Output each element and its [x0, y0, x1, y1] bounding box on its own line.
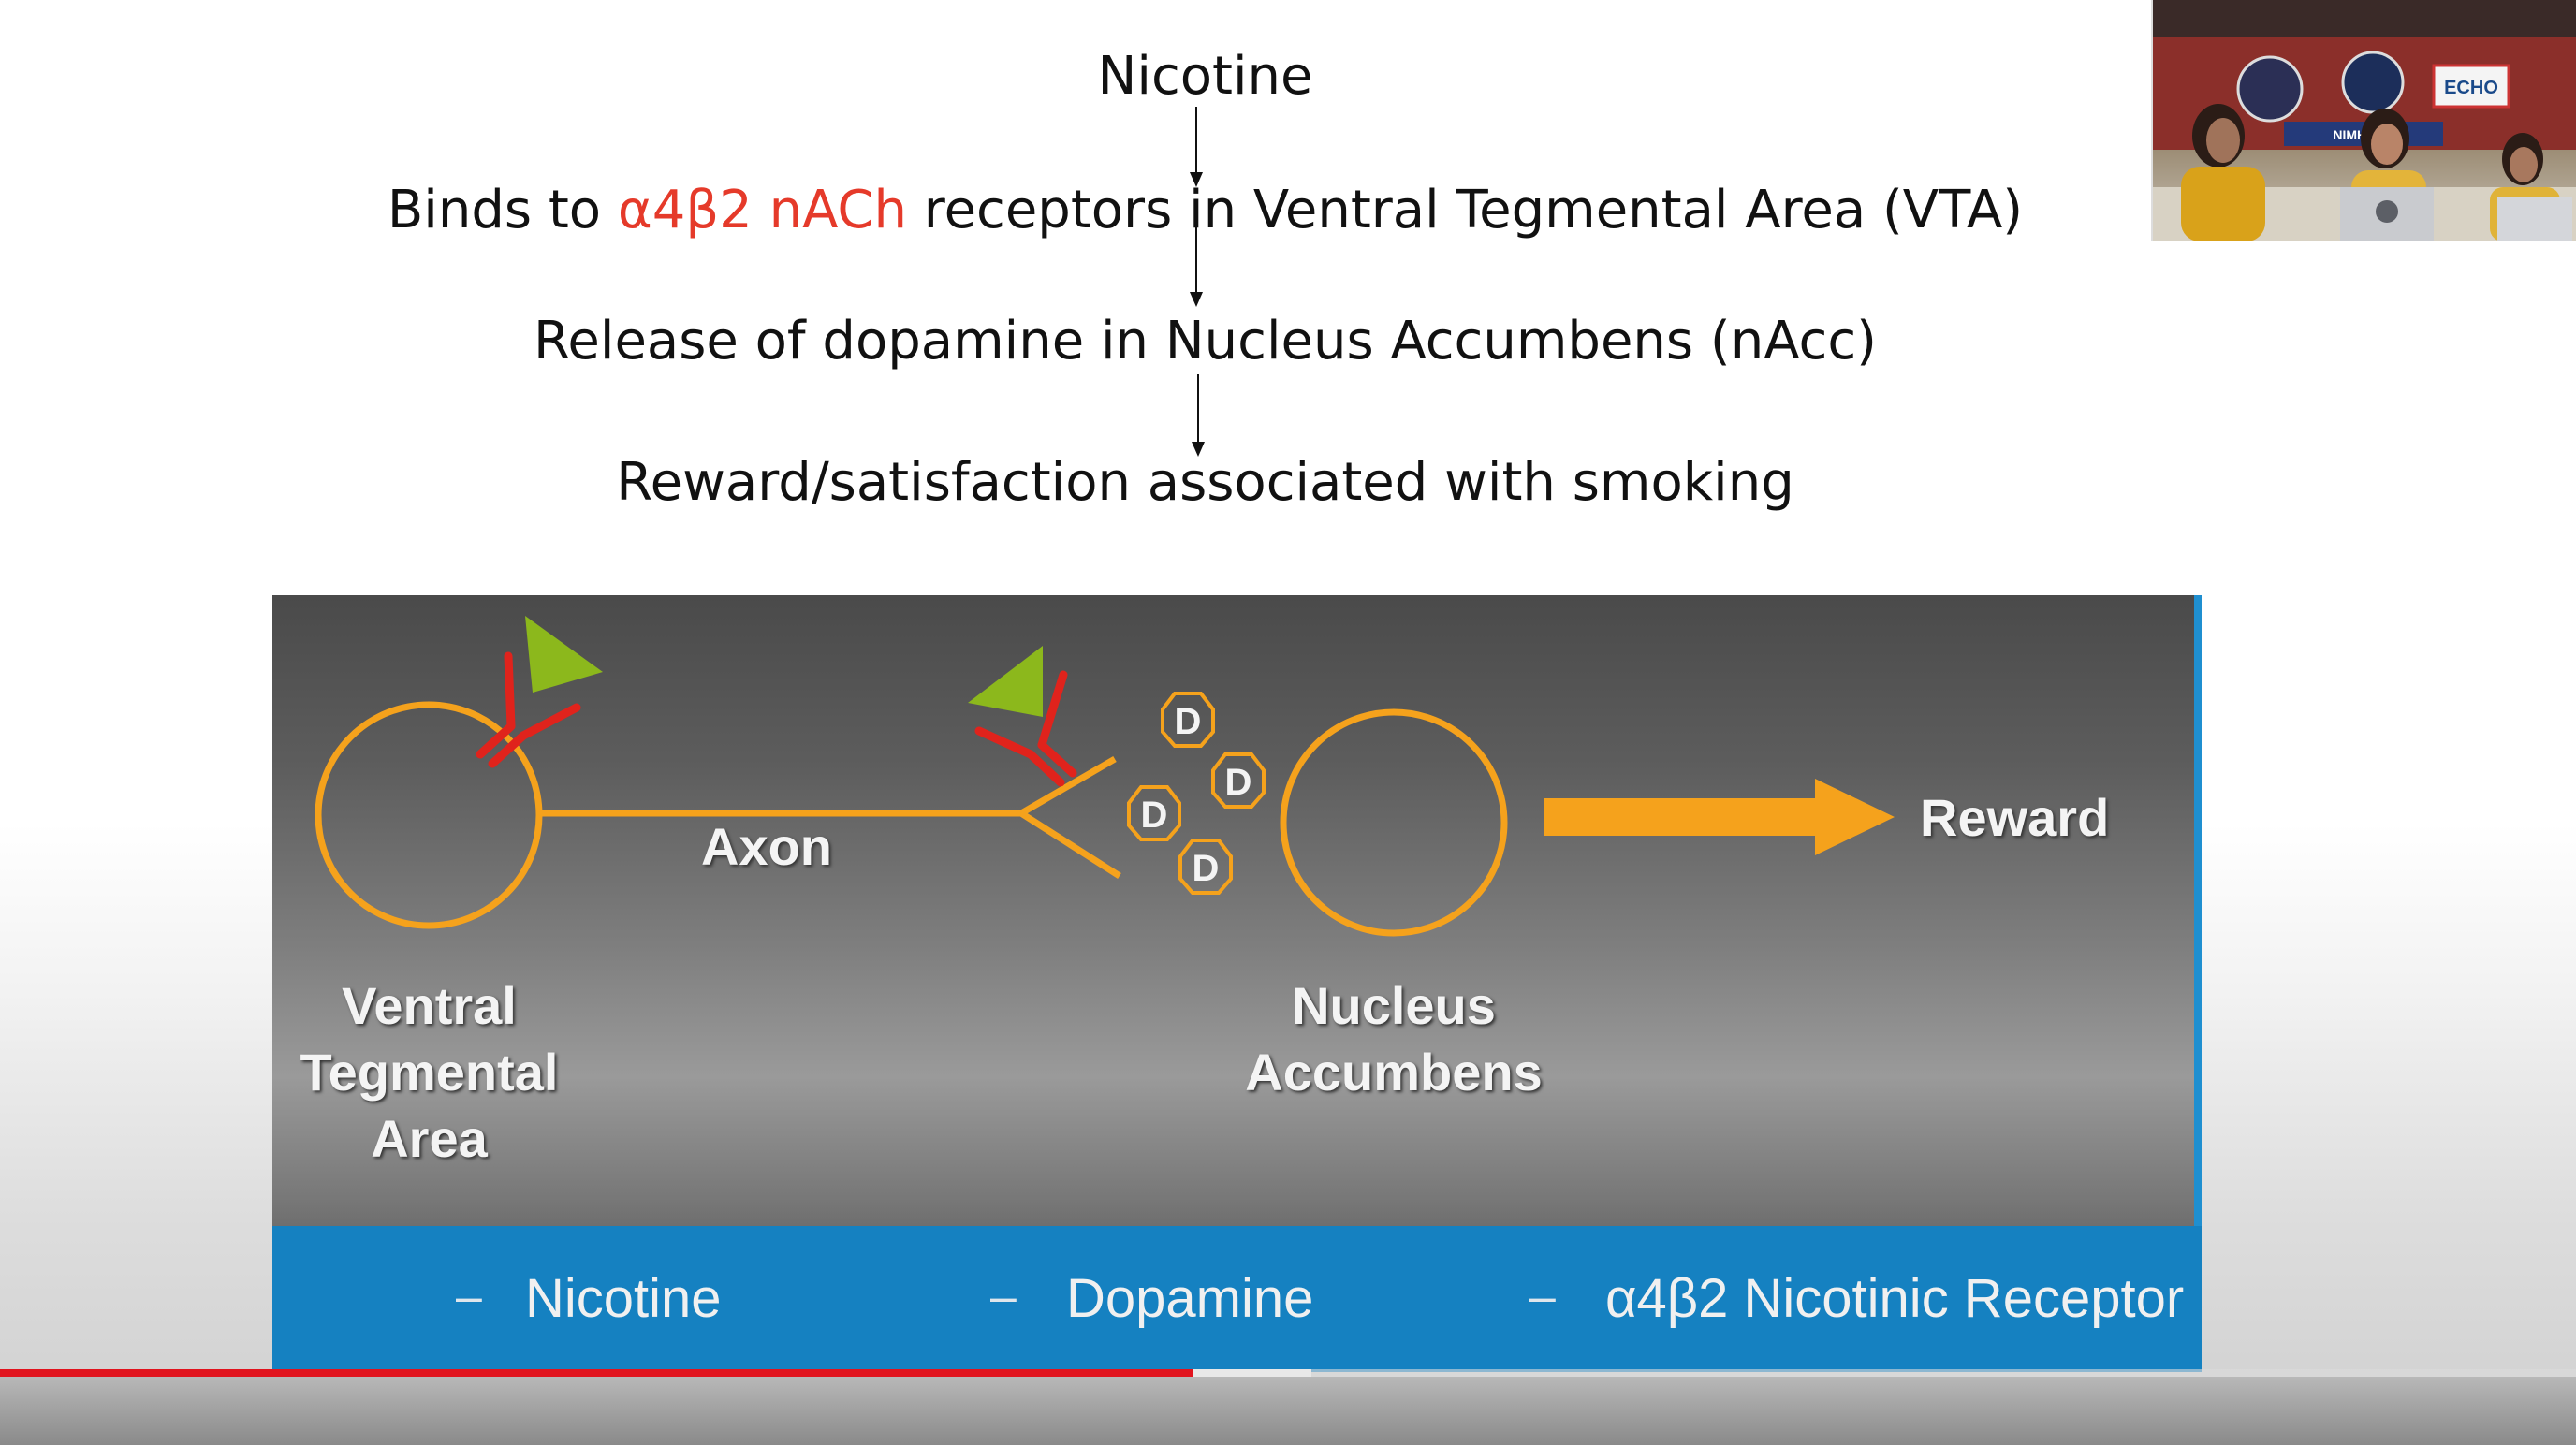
dopamine-icon	[1161, 692, 1215, 748]
dopamine-icon	[1127, 785, 1181, 841]
dopamine-label: D	[1141, 795, 1168, 836]
nacc-neuron-circle	[1280, 708, 1508, 937]
flow-arrow-3	[1192, 374, 1205, 457]
flow-step-binds-suffix: receptors in Ventral Tegmental Area (VTA…	[907, 180, 2024, 241]
logo-emblem-icon	[2341, 51, 2405, 114]
legend-nicotine-label: Nicotine	[525, 1268, 722, 1329]
receptor-highlight: α4β2 nACh	[617, 180, 907, 241]
flow-step-dopamine-release: Release of dopamine in Nucleus Accumbens…	[534, 311, 1877, 372]
laptop-icon	[2497, 197, 2572, 241]
flow-step-binds-prefix: Binds to	[387, 180, 618, 241]
vta-neuron-circle	[315, 701, 543, 929]
axon-terminal-upper	[1019, 755, 1117, 817]
person-left	[2181, 167, 2265, 241]
legend-receptor-label: α4β2 Nicotinic Receptor	[1605, 1268, 2185, 1329]
webcam-thumbnail: NIMHANS ECHO	[2151, 0, 2576, 241]
dopamine-cluster	[1127, 692, 1266, 895]
terminal-nicotine-icon	[968, 646, 1043, 717]
legend-dopamine-label: Dopamine	[1066, 1268, 1314, 1329]
echo-logo-icon	[2432, 64, 2510, 109]
progress-played	[0, 1369, 1193, 1377]
flow-step-nicotine: Nicotine	[1097, 46, 1313, 107]
legend-dash: –	[1530, 1270, 1556, 1322]
flow-arrow-2	[1190, 226, 1203, 307]
dopamine-icon	[1211, 752, 1266, 809]
pathway-diagram: D D D D D	[315, 616, 1895, 1354]
flow-arrow-1	[1190, 107, 1203, 187]
terminal-receptor-icon	[974, 670, 1077, 787]
flow-step-reward: Reward/satisfaction associated with smok…	[616, 452, 1794, 513]
figure-edge	[2194, 595, 2202, 1372]
dopamine-label: D	[1193, 848, 1220, 889]
reward-pathway-figure: D D D D D Axon Reward Ventral Tegmental …	[272, 595, 2202, 1372]
legend-dash: –	[456, 1270, 482, 1322]
logo-emblem-icon	[2236, 55, 2304, 123]
dopamine-label: D	[1175, 701, 1202, 742]
dopamine-icon	[1178, 839, 1233, 895]
flow-step-binds: Binds to α4β2 nACh receptors in Ventral …	[0, 178, 2410, 243]
echo-logo-text: ECHO	[2444, 78, 2498, 98]
video-progress-bar[interactable]	[0, 1369, 2576, 1377]
nacc-label: Nucleus Accumbens	[1245, 976, 1543, 1102]
vta-label: Ventral Tegmental Area	[300, 976, 559, 1168]
vta-receptor-icon	[476, 651, 581, 768]
axon-terminal-lower	[1019, 810, 1121, 879]
reward-arrow	[1544, 779, 1895, 855]
reward-label: Reward	[1920, 788, 2110, 847]
vta-nicotine-icon	[525, 616, 603, 693]
figure-legend: – Nicotine – Dopamine – α4β2 Nicotinic R…	[272, 1226, 2202, 1372]
webcam-scene: NIMHANS ECHO	[2153, 0, 2576, 241]
axon-label: Axon	[701, 817, 832, 876]
dopamine-label: D	[1225, 762, 1252, 803]
video-controls-bar	[0, 1377, 2576, 1445]
legend-dash: –	[990, 1270, 1017, 1322]
